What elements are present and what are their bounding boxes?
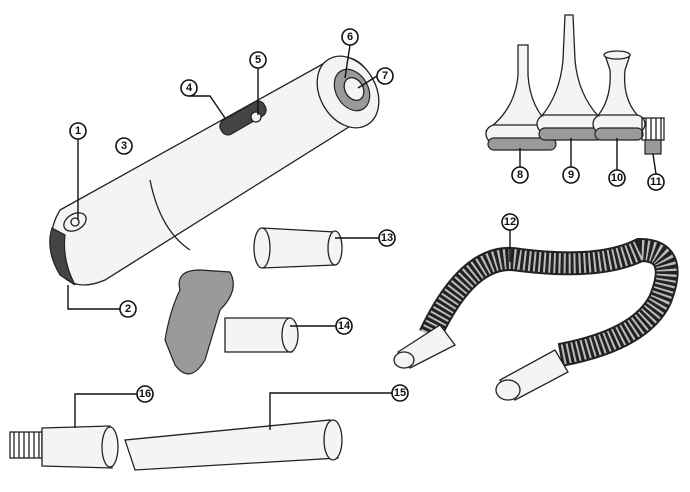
callout-15: 15 bbox=[391, 384, 409, 402]
callout-number: 10 bbox=[611, 172, 623, 184]
callout-5: 5 bbox=[249, 51, 267, 69]
callout-circle bbox=[511, 166, 529, 184]
callout-circle bbox=[608, 169, 626, 187]
callout-number: 2 bbox=[125, 303, 131, 315]
hose-12 bbox=[393, 237, 679, 401]
upholstery-tool-14 bbox=[164, 269, 299, 375]
vacuum-body bbox=[49, 55, 380, 286]
callout-14: 14 bbox=[335, 317, 353, 335]
callout-number: 5 bbox=[255, 54, 261, 66]
callout-number: 1 bbox=[75, 125, 81, 137]
callout-4: 4 bbox=[180, 79, 198, 97]
callout-circle bbox=[69, 122, 87, 140]
callout-number: 12 bbox=[504, 216, 516, 228]
callout-6: 6 bbox=[341, 28, 359, 46]
callout-10: 10 bbox=[608, 169, 626, 187]
callout-13: 13 bbox=[378, 229, 396, 247]
callout-number: 9 bbox=[568, 169, 574, 181]
dust-brush-16 bbox=[9, 425, 119, 469]
nozzle-10 bbox=[592, 50, 646, 141]
crevice-tool-15 bbox=[124, 419, 343, 471]
callout-number: 6 bbox=[347, 31, 353, 43]
callout-7: 7 bbox=[376, 67, 394, 85]
callout-9: 9 bbox=[562, 166, 580, 184]
callout-3: 3 bbox=[115, 137, 133, 155]
adapter-13 bbox=[253, 227, 343, 269]
callout-circle bbox=[249, 51, 267, 69]
callout-number: 16 bbox=[139, 388, 151, 400]
callout-circle bbox=[378, 229, 396, 247]
callout-circle bbox=[501, 213, 519, 231]
callout-number: 15 bbox=[394, 387, 406, 399]
callout-circle bbox=[115, 137, 133, 155]
callout-1: 1 bbox=[69, 122, 87, 140]
callout-16: 16 bbox=[136, 385, 154, 403]
callout-circle bbox=[647, 173, 665, 191]
callout-number: 14 bbox=[338, 320, 351, 332]
callout-circle bbox=[376, 67, 394, 85]
callout-circle bbox=[562, 166, 580, 184]
callout-circle bbox=[335, 317, 353, 335]
callout-circle bbox=[180, 79, 198, 97]
callout-2: 2 bbox=[119, 300, 137, 318]
nozzle-8 bbox=[484, 44, 559, 151]
callout-circle bbox=[119, 300, 137, 318]
callout-12: 12 bbox=[501, 213, 519, 231]
callout-number: 8 bbox=[517, 169, 523, 181]
callout-circle bbox=[391, 384, 409, 402]
callout-number: 11 bbox=[650, 176, 662, 188]
nozzle-9 bbox=[536, 14, 606, 141]
callout-number: 13 bbox=[381, 232, 393, 244]
callout-circle bbox=[341, 28, 359, 46]
callout-number: 3 bbox=[121, 140, 127, 152]
callout-11: 11 bbox=[647, 173, 665, 191]
callout-8: 8 bbox=[511, 166, 529, 184]
callout-number: 4 bbox=[186, 82, 193, 94]
callout-circle bbox=[136, 385, 154, 403]
callout-number: 7 bbox=[382, 70, 388, 82]
